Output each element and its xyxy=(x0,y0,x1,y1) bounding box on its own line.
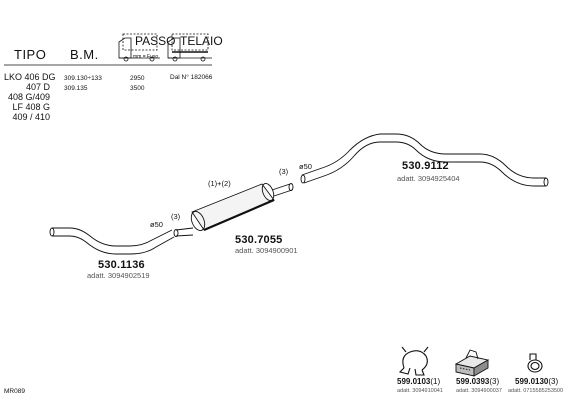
drawing-code: MR089 xyxy=(4,388,25,395)
mounting-block-icon xyxy=(454,349,490,377)
silencer-outlet-qty-annotation: (3) xyxy=(279,167,289,176)
accessory-adatt-599-0393: adatt. 3094900037 xyxy=(456,388,502,394)
accessory-number-599-0103: 599.0103(1) xyxy=(397,377,440,386)
passo-list: 2950 3500 xyxy=(130,74,144,94)
part-adatt-530-1136: adatt. 3094902519 xyxy=(87,271,150,280)
part-number-530-9112: 530.9112 xyxy=(402,160,449,172)
tipo-line: LF 408 G xyxy=(12,102,50,112)
clamp-icon xyxy=(398,346,429,376)
bm-line: 309.130÷133 xyxy=(64,75,102,82)
pipe-9112-diameter-annotation: ø50 xyxy=(299,162,312,171)
passo-line: 2950 xyxy=(130,75,145,82)
tipo-line: 409 / 410 xyxy=(12,112,50,122)
tipo-line: 407 D xyxy=(25,82,50,92)
accessory-code: 599.0393 xyxy=(456,377,490,386)
accessory-number-599-0393: 599.0393(3) xyxy=(456,377,499,386)
accessory-adatt-599-0103: adatt. 3094910041 xyxy=(397,388,443,394)
bm-list: 309.130÷133 309.135 xyxy=(64,74,102,94)
passo-sub-label: mm = Fuso xyxy=(133,54,159,60)
accessory-number-599-0130: 599.0130(3) xyxy=(515,377,558,386)
pipe-1136-qty-annotation: (3) xyxy=(171,212,181,221)
tipo-line: LKO 406 DG xyxy=(4,72,56,82)
part-number-530-7055: 530.7055 xyxy=(235,234,283,246)
passo-line: 3500 xyxy=(130,85,145,92)
pipe-530-9112 xyxy=(300,133,549,187)
accessory-qty: (3) xyxy=(489,377,500,386)
bm-line: 309.135 xyxy=(64,85,88,92)
accessory-code: 599.0103 xyxy=(397,377,431,386)
telaio-line: Dal N° 182066 xyxy=(170,74,213,81)
hose-clamp-icon xyxy=(527,353,543,373)
accessory-qty: (3) xyxy=(548,377,559,386)
tipo-line: 408 G/409 xyxy=(7,92,50,102)
pipe-1136-diameter-annotation: ø50 xyxy=(150,220,163,229)
accessory-code: 599.0130 xyxy=(515,377,549,386)
silencer-qty-annotation: (1)+(2) xyxy=(208,179,231,188)
silencer-530-7055 xyxy=(173,182,294,237)
accessory-adatt-599-0130: adatt. 0715585253500 xyxy=(508,388,564,394)
part-adatt-530-7055: adatt. 3094900901 xyxy=(235,246,298,255)
col-header-passo: PASSO xyxy=(135,34,176,48)
truck-passo-icon xyxy=(118,33,160,62)
tipo-list: LKO 406 DG 407 D 408 G/409 LF 408 G 409 … xyxy=(4,72,56,122)
col-header-bm: B.M. xyxy=(70,47,99,62)
col-header-tipo: TIPO xyxy=(14,47,47,62)
col-header-telaio: TELAIO xyxy=(180,34,223,48)
part-adatt-530-9112: adatt. 3094925404 xyxy=(397,174,460,183)
pipe-530-1136 xyxy=(49,227,175,255)
accessory-qty: (1) xyxy=(430,377,441,386)
truck-telaio-icon xyxy=(167,33,212,62)
part-number-530-1136: 530.1136 xyxy=(98,259,145,271)
